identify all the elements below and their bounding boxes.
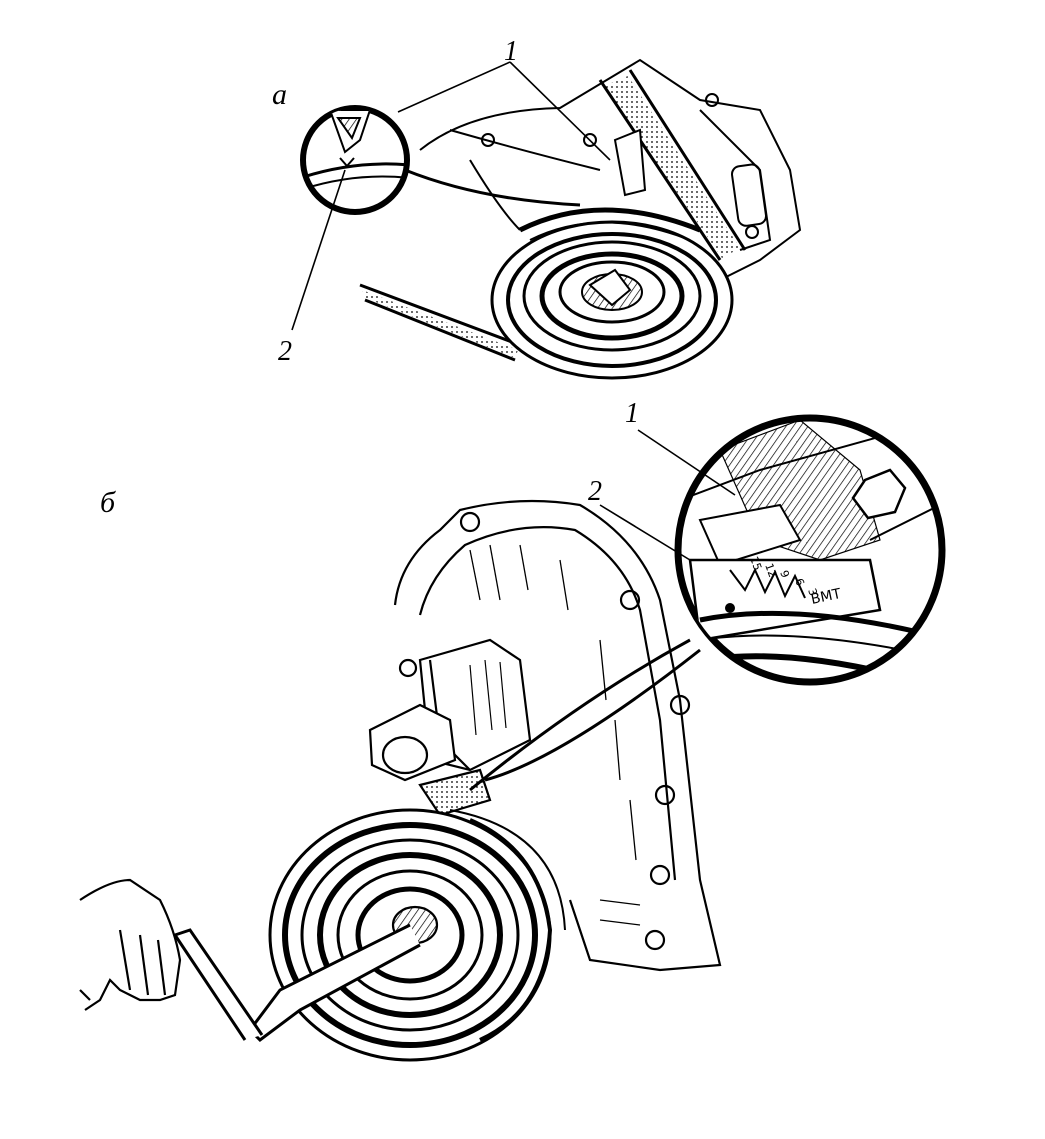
scale-mark: 6 [792, 577, 807, 588]
callout-b-1: 1 [625, 398, 639, 429]
callout-b-2: 2 [588, 476, 602, 507]
panel-b-magnifier: 15 12 9 6 3 ВМТ [674, 414, 946, 686]
panel-label-b: б [100, 486, 116, 519]
panel-label-a: а [272, 78, 287, 111]
panel-b-leader-lines [599, 429, 736, 561]
panel-a-magnifier [300, 105, 410, 215]
callout-a-2: 2 [278, 336, 292, 367]
panel-a-drawing [359, 58, 802, 380]
timing-scale-labels: 15 12 9 6 3 ВМТ [747, 555, 843, 608]
scale-mark: 9 [777, 569, 792, 580]
scale-mark: 3 [805, 587, 820, 598]
panel-b-drawing [79, 499, 722, 1062]
callout-a-1: 1 [504, 36, 518, 67]
panel-a-leader-lines [291, 61, 611, 331]
scale-mark: ВМТ [810, 586, 843, 608]
scale-mark: 12 [762, 562, 779, 580]
scale-mark: 15 [747, 555, 764, 573]
